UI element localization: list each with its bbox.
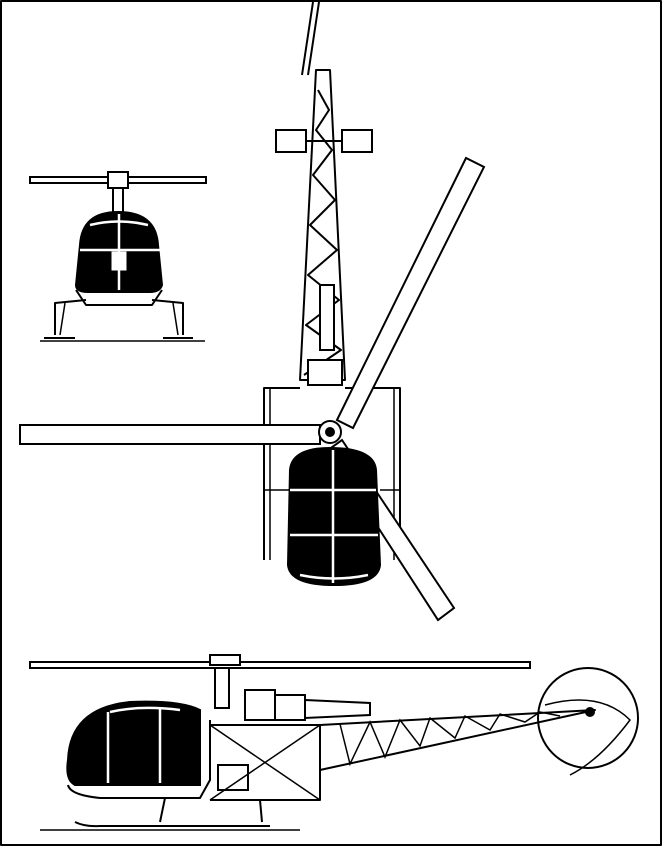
side-cabin: [66, 700, 211, 799]
side-tail-rotor: [537, 667, 639, 776]
top-tail-rotor: [275, 1, 373, 153]
side-engine: [244, 689, 371, 721]
side-fuselage-frame: [209, 724, 321, 801]
top-view: [19, 1, 486, 622]
side-main-rotor: [29, 654, 531, 709]
front-view: [29, 171, 207, 342]
front-main-rotor: [29, 171, 207, 214]
side-tail-boom-lattice: [319, 709, 596, 771]
front-cabin: [74, 210, 164, 306]
side-view: [29, 654, 639, 831]
front-landing-skids: [40, 299, 205, 342]
top-cabin: [286, 446, 382, 587]
top-tail-boom-lattice: [299, 69, 346, 386]
side-landing-skid: [40, 797, 300, 831]
